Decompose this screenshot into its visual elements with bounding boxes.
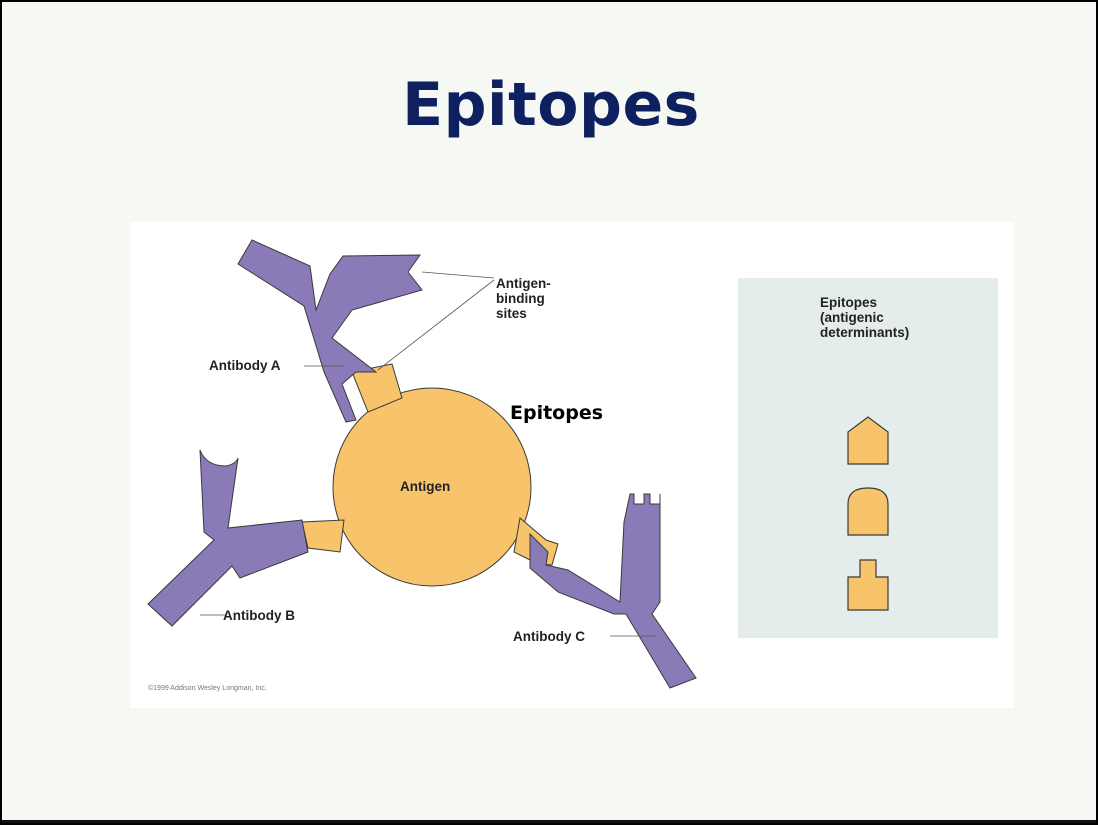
antibody-b-label: Antibody B (223, 608, 295, 623)
epitope-figure: Antigen- binding sites Antibody A Antibo… (130, 222, 1014, 708)
antibody-c-shape (529, 493, 697, 689)
leader-lines (200, 271, 656, 637)
epitopes-overlay-label: Epitopes (510, 402, 604, 424)
antibody-a-shape (237, 239, 423, 423)
antibody-c-label: Antibody C (513, 629, 585, 644)
panel-title: Epitopes (antigenic determinants) (820, 295, 910, 340)
antigen-label: Antigen (400, 479, 451, 494)
antibody-a-label: Antibody A (209, 358, 281, 373)
antibody-b-shape (147, 449, 309, 627)
antigen-binding-sites-label: Antigen- binding sites (496, 276, 551, 321)
copyright-credit: ©1999 Addison Wesley Longman, Inc. (148, 685, 267, 692)
slide-title: Epitopes (402, 70, 700, 140)
